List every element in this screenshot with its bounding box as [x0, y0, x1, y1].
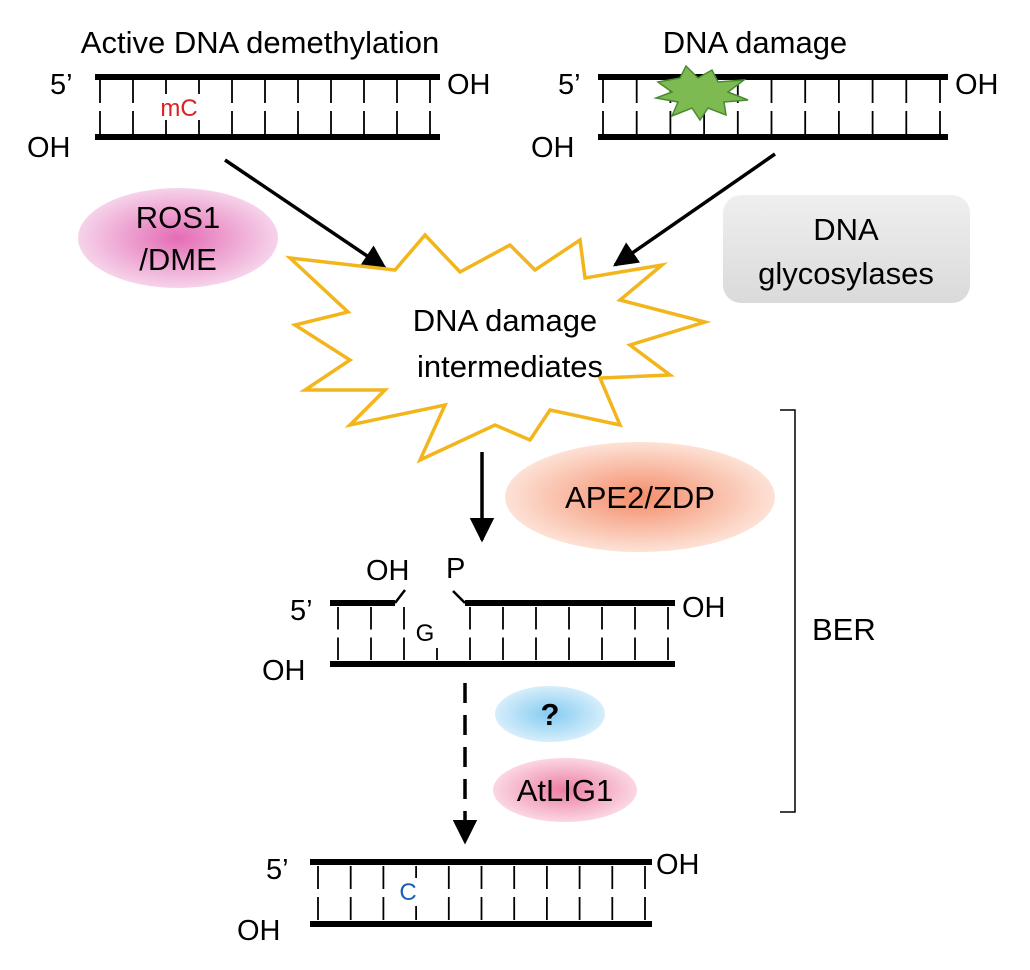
dna-damage-title: DNA damage [663, 25, 847, 60]
oh-label: OH [531, 132, 575, 164]
dna-gapped-ticks [337, 607, 669, 660]
five-prime-label: 5’ [50, 69, 73, 101]
repaired-c-label-bg [395, 878, 421, 906]
ros1-dme-enzyme: ROS1 /DME [78, 188, 278, 288]
glycosylase-line2: glycosylases [758, 256, 934, 291]
gap-p-label: P [446, 553, 465, 585]
dna-repaired-ticks [317, 866, 646, 920]
oh-label: OH [262, 655, 306, 687]
gap-g-label-bg [412, 618, 438, 648]
unknown-label: ? [541, 697, 560, 732]
oh-label: OH [447, 69, 491, 101]
ros1-label: ROS1 [136, 200, 220, 235]
damage-lesion-icon [653, 64, 749, 122]
oh-label: OH [237, 915, 281, 947]
five-prime-label: 5’ [290, 595, 313, 627]
atlig1-enzyme: AtLIG1 [493, 758, 637, 822]
oh-label: OH [656, 849, 700, 881]
demethylation-title: Active DNA demethylation [81, 25, 439, 60]
dna-damaged-ticks [602, 80, 941, 134]
ber-label: BER [812, 612, 876, 647]
methyl-c-label-bg [156, 94, 202, 120]
five-prime-label: 5’ [558, 69, 581, 101]
dna-damage-intermediates-burst: DNA damage intermediates [284, 232, 712, 464]
gap-p-bond [452, 590, 466, 604]
gap-oh-label: OH [366, 555, 410, 587]
gap-oh-bond [394, 589, 406, 604]
dna-methylated: mC 5’ OH OH [27, 69, 491, 164]
atlig1-label: AtLIG1 [517, 773, 614, 808]
unknown-enzyme: ? [495, 686, 605, 742]
arrow-damage-to-intermediates [612, 152, 776, 267]
oh-label: OH [682, 592, 726, 624]
ape2-zdp-enzyme: APE2/ZDP [505, 442, 775, 552]
dna-damaged: 5’ OH OH [531, 64, 999, 164]
dna-gapped: OH P G 5’ OH OH [262, 553, 726, 687]
intermediates-line2: intermediates [417, 349, 603, 384]
oh-label: OH [27, 132, 71, 164]
dme-label: /DME [139, 242, 217, 277]
arrow-demethylation-to-intermediates [224, 158, 388, 270]
glycosylase-line1: DNA [813, 212, 879, 247]
gap-g-base: G [416, 620, 435, 647]
methyl-c-base: mC [160, 95, 197, 122]
dna-repaired: C 5’ OH OH [237, 849, 700, 947]
dna-glycosylases-enzyme: DNA glycosylases [723, 195, 970, 303]
oh-label: OH [955, 69, 999, 101]
burst-shape [284, 232, 712, 464]
ape2-label: APE2/ZDP [565, 480, 715, 515]
ber-bracket [780, 409, 796, 813]
dna-methylated-ticks [99, 80, 431, 134]
five-prime-label: 5’ [266, 854, 289, 886]
intermediates-line1: DNA damage [413, 303, 597, 338]
repaired-c-base: C [399, 879, 416, 906]
